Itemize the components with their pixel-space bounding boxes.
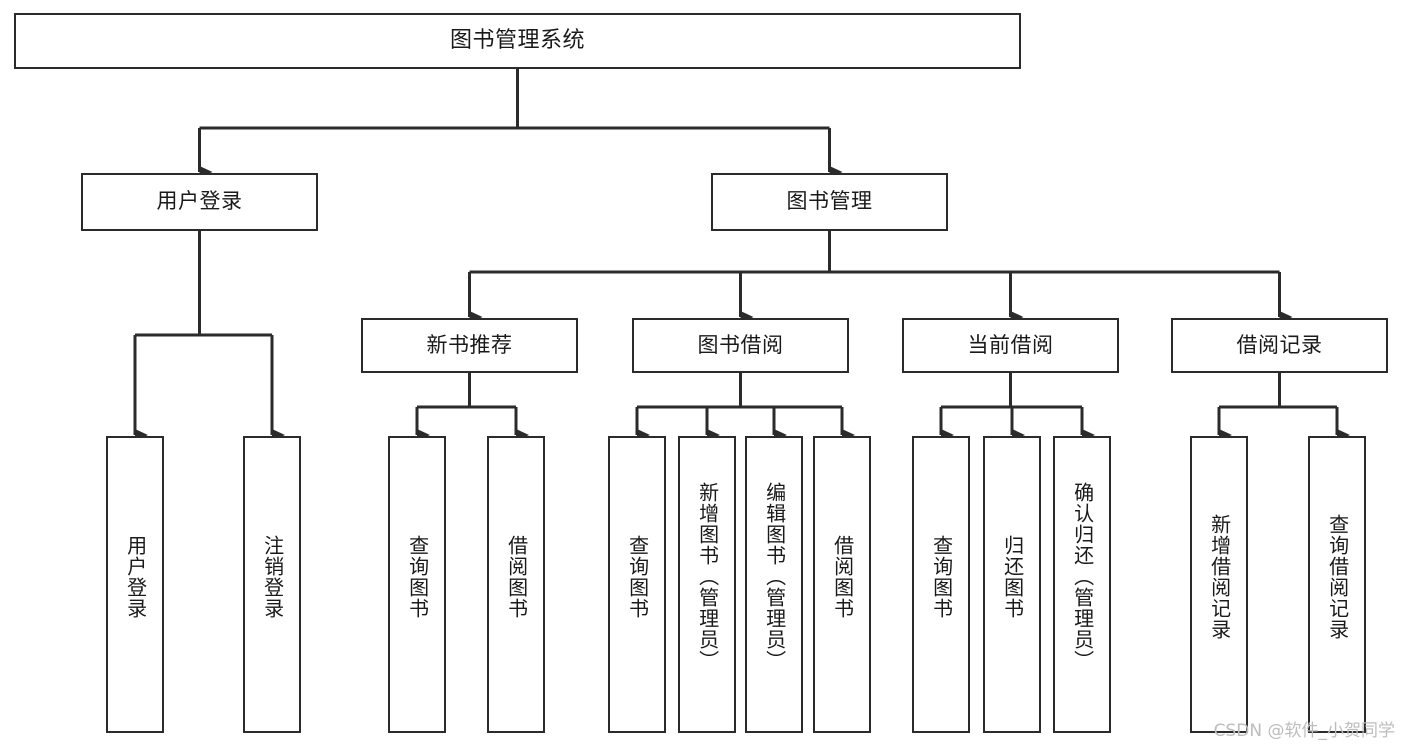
node-borrow-record[interactable]: 借阅记录 [1171, 318, 1388, 373]
node-leaf-user-login[interactable]: 用户登录 [106, 436, 164, 733]
node-label: 当前借阅 [967, 332, 1054, 357]
node-leaf-logout-login[interactable]: 注销登录 [243, 436, 301, 733]
node-root[interactable]: 图书管理系统 [14, 13, 1021, 69]
node-leaf-query-book-current[interactable]: 查询图书 [912, 436, 970, 733]
node-leaf-confirm-return-admin[interactable]: 确认归还（管理员） [1053, 436, 1111, 733]
node-label: 图书管理系统 [449, 27, 585, 53]
node-label: 新增借阅记录 [1207, 513, 1232, 640]
node-label: 借阅图书 [504, 534, 529, 619]
csdn-watermark: CSDN @软件_小贺同学 [1213, 721, 1395, 741]
node-label: 借阅记录 [1236, 332, 1323, 357]
node-label: 注销登录 [260, 534, 285, 619]
node-leaf-borrow-book[interactable]: 借阅图书 [813, 436, 871, 733]
node-leaf-borrow-book-recommend[interactable]: 借阅图书 [487, 436, 545, 733]
node-user-login[interactable]: 用户登录 [81, 173, 318, 231]
node-current-borrow[interactable]: 当前借阅 [902, 318, 1119, 373]
node-label: 新书推荐 [426, 332, 513, 357]
node-label: 借阅图书 [830, 534, 855, 619]
node-label: 确认归还（管理员） [1070, 482, 1095, 671]
node-leaf-query-book-borrow[interactable]: 查询图书 [608, 436, 666, 733]
node-leaf-return-book[interactable]: 归还图书 [983, 436, 1041, 733]
node-label: 编辑图书（管理员） [762, 482, 787, 671]
node-leaf-add-book-admin[interactable]: 新增图书（管理员） [678, 436, 736, 733]
node-label: 用户登录 [156, 189, 243, 214]
node-book-borrow[interactable]: 图书借阅 [632, 318, 849, 373]
node-label: 图书管理 [786, 189, 873, 214]
node-label: 查询图书 [929, 534, 954, 619]
node-label: 查询图书 [625, 534, 650, 619]
node-label: 归还图书 [1000, 534, 1025, 619]
node-label: 图书借阅 [697, 332, 784, 357]
node-label: 新增图书（管理员） [695, 482, 720, 671]
node-leaf-query-borrow-record[interactable]: 查询借阅记录 [1308, 436, 1366, 733]
node-new-book-recommend[interactable]: 新书推荐 [361, 318, 578, 373]
node-leaf-edit-book-admin[interactable]: 编辑图书（管理员） [745, 436, 803, 733]
node-leaf-query-book-recommend[interactable]: 查询图书 [388, 436, 446, 733]
node-book-management[interactable]: 图书管理 [711, 173, 948, 231]
node-label: 用户登录 [123, 534, 148, 619]
node-label: 查询借阅记录 [1325, 513, 1350, 640]
node-leaf-add-borrow-record[interactable]: 新增借阅记录 [1190, 436, 1248, 733]
node-label: 查询图书 [405, 534, 430, 619]
